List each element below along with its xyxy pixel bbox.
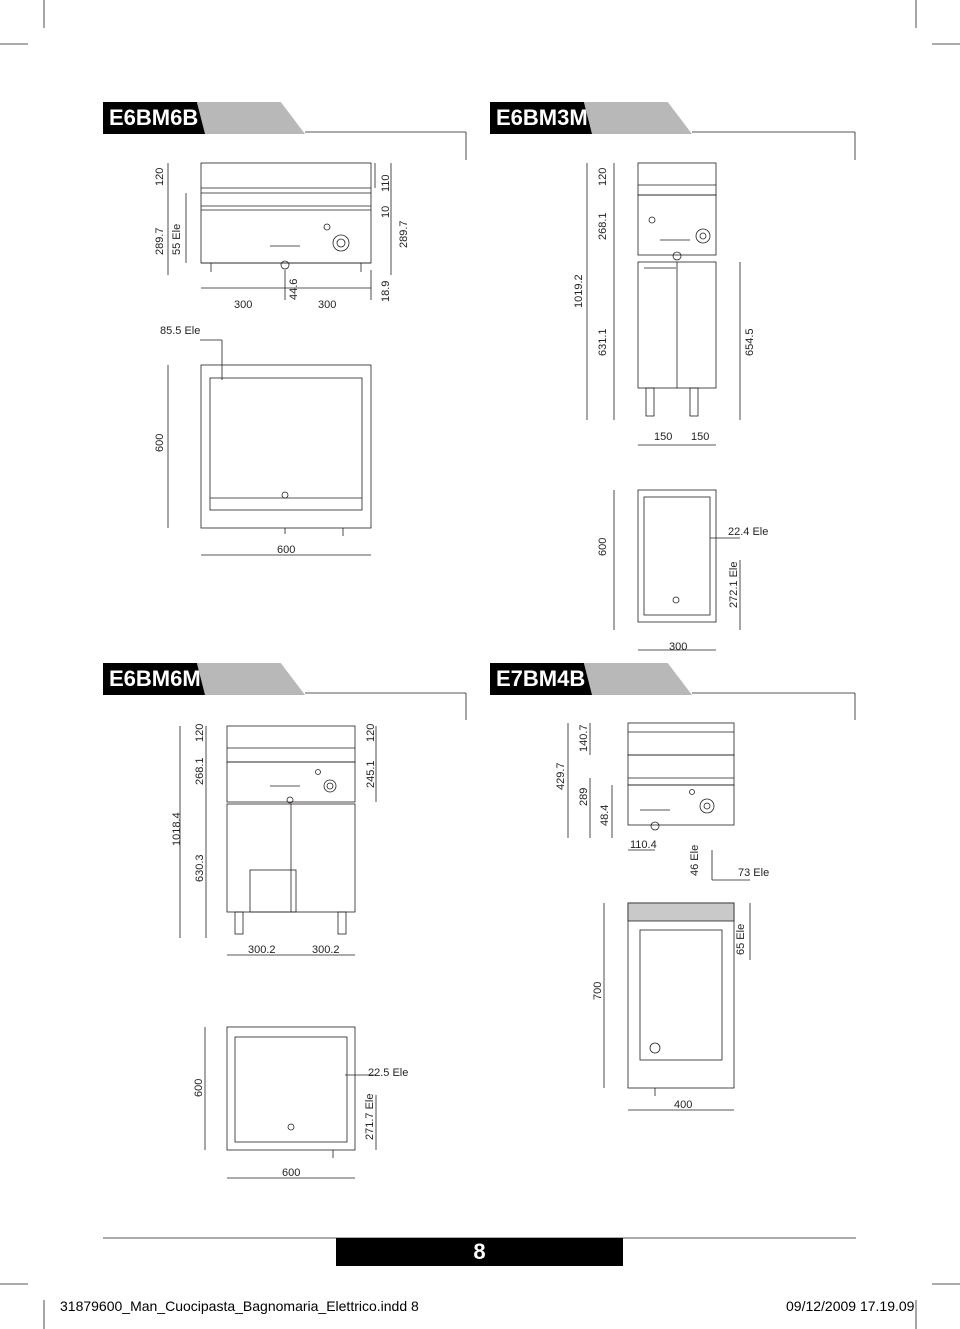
dim-label: 48.4	[599, 805, 611, 826]
dim-label: 630.3	[194, 854, 206, 882]
dim-label: 110.4	[630, 839, 657, 851]
dim-label: 110	[380, 174, 392, 192]
section-title: E6BM3M	[490, 102, 592, 134]
dim-label: 1019.2	[573, 274, 585, 308]
dim-label: 631.1	[597, 328, 609, 356]
dim-label: 600	[193, 1079, 205, 1097]
footer-datetime: 09/12/2009 17.19.09	[786, 1298, 915, 1314]
dim-label: 1018.4	[171, 812, 183, 846]
dim-label: 22.4 Ele	[728, 526, 768, 538]
dim-label: 120	[194, 724, 206, 742]
dim-label: 600	[597, 538, 609, 556]
dims-e7bm4b: 140.7 429.7 289 48.4 110.4 46 Ele 73 Ele…	[555, 724, 769, 1111]
dim-label: 150	[691, 431, 709, 443]
dim-label: 22.5 Ele	[368, 1067, 408, 1079]
dim-label: 268.1	[597, 212, 609, 240]
dim-label: 120	[154, 168, 166, 186]
dim-label: 245.1	[365, 760, 377, 788]
dim-label: 600	[282, 1167, 300, 1179]
dim-label: 85.5 Ele	[160, 325, 200, 337]
dim-label: 600	[277, 544, 295, 556]
dim-label: 700	[592, 982, 604, 1000]
dim-label: 55 Ele	[171, 224, 183, 255]
dim-label: 271.7 Ele	[364, 1094, 376, 1140]
section-title: E6BM6M	[103, 663, 205, 695]
section-title: E6BM6B	[103, 102, 205, 134]
dim-label: 289.7	[154, 227, 166, 255]
dim-label: 140.7	[578, 724, 590, 752]
dim-label: 120	[597, 168, 609, 186]
dim-label: 268.1	[194, 757, 206, 785]
dim-label: 289	[578, 788, 590, 806]
dim-label: 120	[365, 724, 377, 742]
dim-label: 300	[669, 641, 687, 653]
dim-label: 300.2	[312, 944, 340, 956]
footer-filename: 31879600_Man_Cuocipasta_Bagnomaria_Elett…	[60, 1298, 419, 1314]
dim-label: 65 Ele	[735, 924, 747, 955]
dim-label: 300.2	[248, 944, 276, 956]
dim-label: 429.7	[555, 762, 567, 790]
dim-label: 150	[654, 431, 672, 443]
dim-label: 73 Ele	[738, 867, 769, 879]
dim-label: 400	[674, 1099, 692, 1111]
dims-e6bm3m: 120 268.1 1019.2 631.1 654.5 150 150 600…	[573, 168, 768, 653]
section-title: E7BM4B	[490, 663, 592, 695]
section-header-e6bm6m: E6BM6M	[103, 663, 305, 695]
section-header-e6bm6b: E6BM6B	[103, 102, 305, 134]
dim-label: 300	[318, 299, 336, 311]
dim-label: 46 Ele	[689, 845, 701, 876]
dim-label: 10	[380, 206, 392, 218]
dim-label: 654.5	[744, 328, 756, 356]
dim-label: 289.7	[398, 220, 410, 248]
dim-label: 300	[234, 299, 252, 311]
dim-label: 600	[154, 434, 166, 452]
dim-label: 44.6	[288, 279, 300, 300]
dims-e6bm6m: 120 268.1 1018.4 630.3 245.1 120 300.2 3…	[171, 724, 408, 1179]
section-header-e6bm3m: E6BM3M	[490, 102, 692, 134]
page-number: 8	[336, 1238, 623, 1266]
dims-e6bm6b: 120 289.7 55 Ele 110 10 289.7 18.9 300 4…	[154, 168, 410, 556]
dim-label: 272.1 Ele	[728, 562, 740, 608]
dim-label: 18.9	[380, 281, 392, 302]
section-header-e7bm4b: E7BM4B	[490, 663, 692, 695]
